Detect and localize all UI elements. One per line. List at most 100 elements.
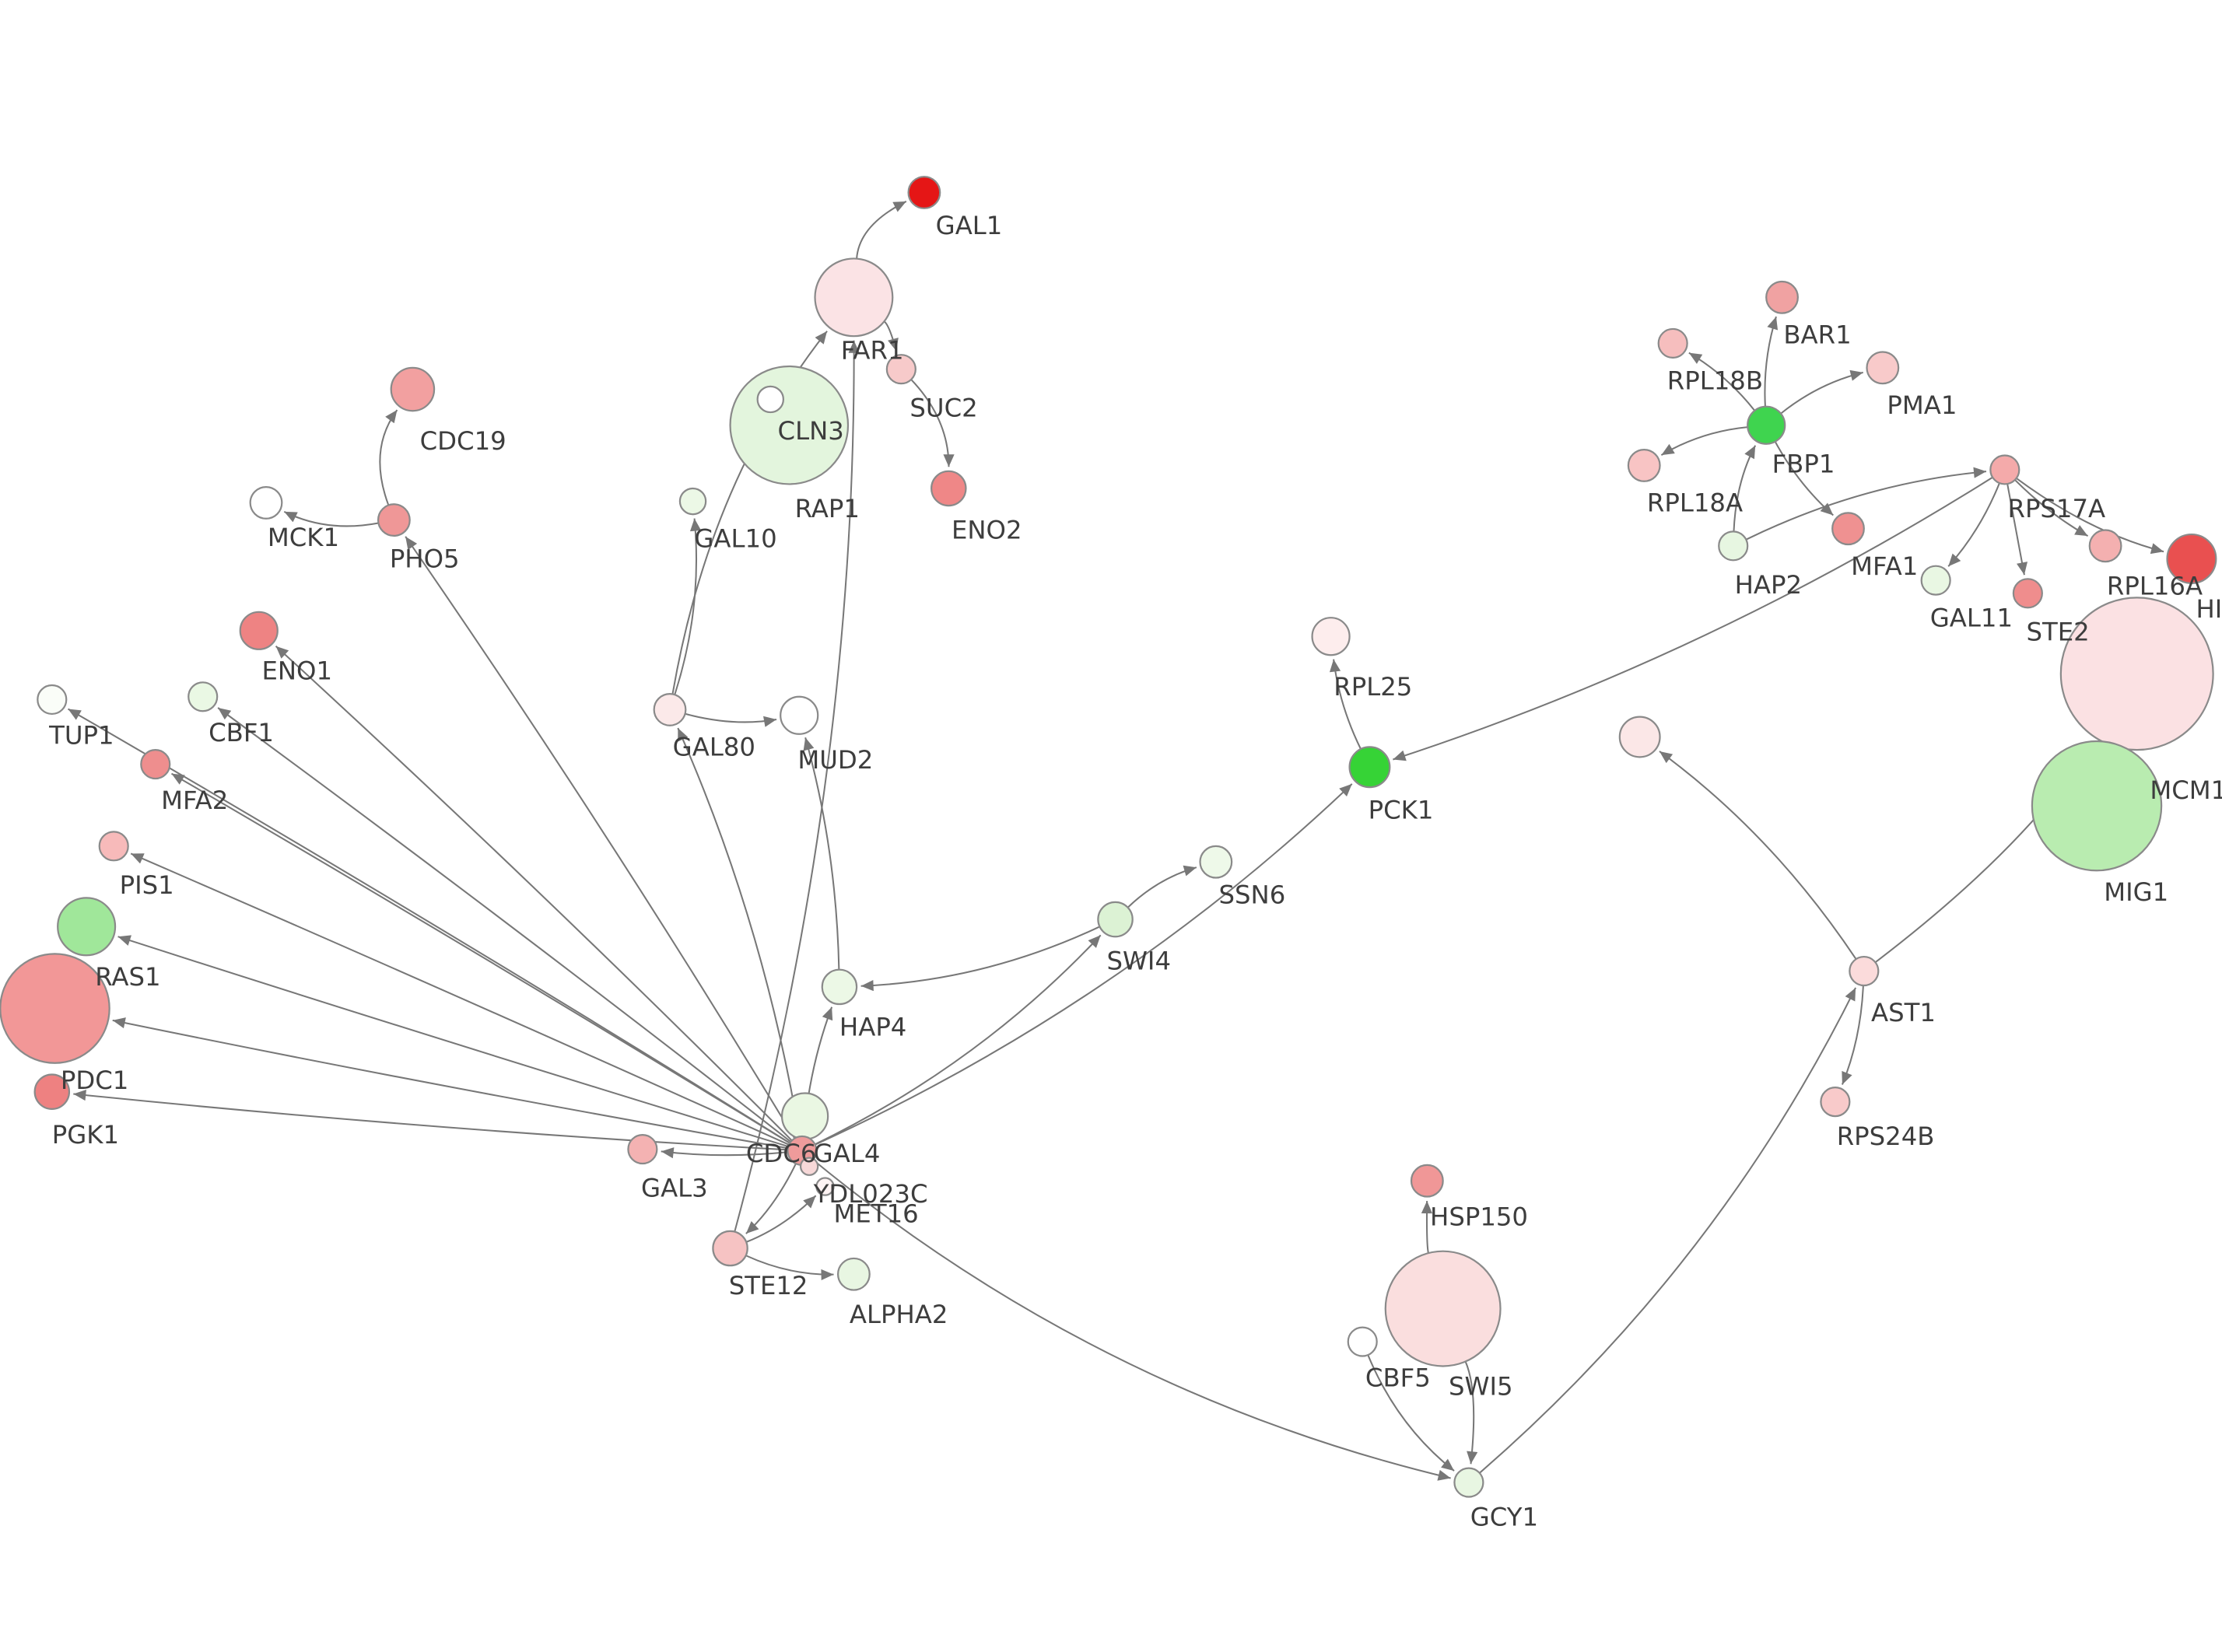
node-CDC6[interactable] (780, 1092, 829, 1140)
node-RPL25[interactable] (1311, 617, 1351, 656)
node-MIG1[interactable] (2031, 740, 2163, 872)
node-ENO2[interactable] (931, 470, 967, 507)
edge-GAL4-ENO1[interactable] (275, 646, 793, 1142)
edge-RPS17A-STE2[interactable] (2006, 483, 2028, 576)
node-MCM1[interactable] (2059, 597, 2214, 751)
node-STE12[interactable] (712, 1230, 748, 1267)
node-SUC2[interactable] (885, 354, 916, 385)
edge-RPS17A-PCK1[interactable] (1393, 476, 1993, 761)
node-N1[interactable] (1618, 716, 1661, 758)
node-RPL18A[interactable] (1627, 448, 1661, 482)
edge-FBP1-BAR1[interactable] (1764, 316, 1779, 407)
node-HAP2[interactable] (1718, 530, 1749, 562)
node-RAS1[interactable] (57, 897, 117, 957)
edge-GAL4-CBF1[interactable] (217, 707, 791, 1143)
edge-GAL4-PGK1[interactable] (73, 1090, 788, 1151)
node-SSN6[interactable] (1199, 845, 1233, 879)
node-TUP1[interactable] (37, 684, 68, 716)
node-PDC1[interactable] (0, 953, 110, 1064)
edge-PCK1-RPL25[interactable] (1329, 659, 1362, 750)
edge-FBP1-MFA1[interactable] (1774, 441, 1834, 516)
edge-GAL4-GAL3[interactable] (661, 1147, 788, 1159)
node-CLN3[interactable] (756, 385, 785, 414)
edge-SWI4-SSN6[interactable] (1127, 865, 1197, 908)
edge-GAL4-PHO5[interactable] (405, 536, 796, 1139)
node-HIS4[interactable] (2166, 533, 2217, 584)
node-label-ENO2: ENO2 (952, 516, 1022, 545)
node-GAL3[interactable] (627, 1133, 658, 1165)
edge-SUC2-ENO2[interactable] (910, 379, 955, 467)
edge-GCY1-AST1[interactable] (1479, 987, 1857, 1474)
node-HAP4[interactable] (821, 968, 858, 1006)
edge-FAR1-SUC2[interactable] (883, 320, 899, 352)
node-GCY1[interactable] (1453, 1467, 1484, 1498)
edge-GAL80-GAL10[interactable] (674, 518, 702, 695)
edge-PHO5-MCK1[interactable] (283, 510, 379, 527)
node-BAR1[interactable] (1765, 280, 1799, 314)
node-RPS24B[interactable] (1820, 1087, 1851, 1118)
node-SWI5[interactable] (1384, 1250, 1502, 1367)
node-GAL80[interactable] (653, 692, 687, 726)
node-YDL023C[interactable] (799, 1157, 819, 1176)
node-MCK1[interactable] (249, 486, 283, 520)
node-MFA1[interactable] (1831, 512, 1865, 546)
node-PGK1[interactable] (33, 1073, 71, 1110)
node-PCK1[interactable] (1348, 746, 1391, 789)
edge-GAL4-STE12[interactable] (745, 1163, 797, 1234)
node-SWI4[interactable] (1097, 901, 1134, 938)
edge-GAL4-RAS1[interactable] (117, 935, 789, 1148)
edge-GAL4-MFA2[interactable] (170, 772, 790, 1144)
node-RPL18B[interactable] (1657, 327, 1688, 359)
edge-RPS17A-GAL11[interactable] (1947, 482, 2000, 567)
edge-CBF5-GCY1[interactable] (1367, 1354, 1455, 1472)
node-GAL1[interactable] (907, 176, 941, 209)
node-RPL16A[interactable] (2088, 529, 2122, 563)
node-PMA1[interactable] (1866, 351, 1900, 385)
edge-FBP1-RPL18B[interactable] (1688, 352, 1756, 411)
node-GAL11[interactable] (1920, 565, 1951, 596)
edge-GAL4-PIS1[interactable] (130, 852, 790, 1146)
edge-FAR1-GAL1[interactable] (856, 201, 907, 259)
edge-HAP2-RPS17A[interactable] (1745, 467, 1987, 541)
node-PHO5[interactable] (377, 503, 411, 537)
node-MFA2[interactable] (140, 749, 171, 780)
edge-SWI5-GCY1[interactable] (1464, 1361, 1478, 1465)
edge-GAL4-PDC1[interactable] (112, 1017, 788, 1150)
node-CBF5[interactable] (1347, 1326, 1378, 1357)
edge-PHO5-CDC19[interactable] (379, 409, 398, 506)
edge-RPS17A-HIS4[interactable] (2015, 478, 2164, 555)
node-CDC19[interactable] (390, 366, 436, 412)
node-MUD2[interactable] (780, 695, 819, 735)
node-HSP150[interactable] (1410, 1164, 1444, 1198)
edge-RPS17A-RPL16A[interactable] (2014, 479, 2089, 537)
edge-GAL4-GCY1[interactable] (812, 1159, 1451, 1481)
edge-STE12-ALPHA2[interactable] (745, 1255, 834, 1281)
edge-FBP1-RPL18A[interactable] (1660, 426, 1748, 456)
node-ENO1[interactable] (239, 611, 279, 650)
edge-GAL4-PCK1[interactable] (815, 783, 1353, 1146)
edge-GAL4-SWI4[interactable] (815, 934, 1102, 1146)
edge-GAL80-MUD2[interactable] (685, 712, 777, 727)
node-MET16[interactable] (815, 1177, 835, 1196)
node-PIS1[interactable] (98, 831, 129, 862)
node-RPS17A[interactable] (1989, 454, 2020, 485)
edge-AST1-N1[interactable] (1659, 751, 1857, 960)
edge-GAL4-GAL80[interactable] (677, 727, 801, 1137)
edge-SWI5-HSP150[interactable] (1421, 1201, 1433, 1254)
node-FAR1[interactable] (814, 257, 894, 338)
node-label-AST1: AST1 (1871, 998, 1936, 1027)
edge-STE12-FAR1[interactable] (734, 340, 860, 1232)
node-CBF1[interactable] (188, 681, 219, 712)
node-AST1[interactable] (1849, 955, 1880, 987)
edge-SWI4-HAP4[interactable] (860, 926, 1100, 992)
edge-HAP2-FBP1[interactable] (1733, 445, 1757, 532)
node-ALPHA2[interactable] (836, 1257, 871, 1291)
edge-FBP1-PMA1[interactable] (1780, 369, 1863, 415)
edge-HAP4-MUD2[interactable] (803, 737, 840, 970)
node-STE2[interactable] (2012, 578, 2043, 609)
node-FBP1[interactable] (1747, 405, 1786, 445)
edge-GAL4-TUP1[interactable] (67, 708, 790, 1144)
edge-AST1-RPS24B[interactable] (1841, 985, 1864, 1085)
edge-STE12-MET16[interactable] (745, 1195, 817, 1243)
node-GAL10[interactable] (678, 487, 707, 516)
